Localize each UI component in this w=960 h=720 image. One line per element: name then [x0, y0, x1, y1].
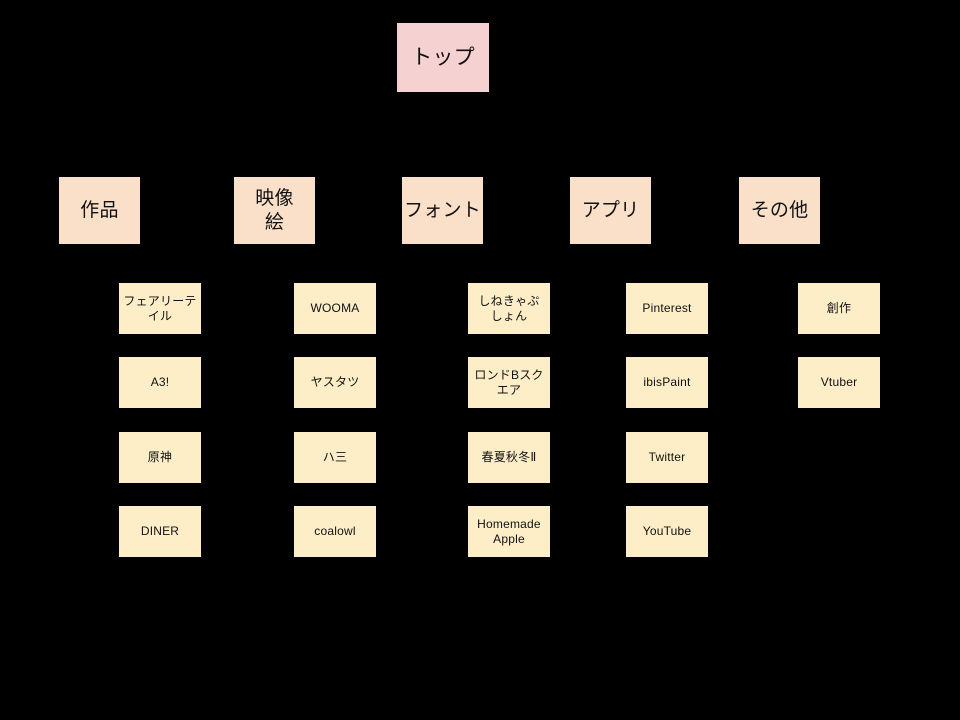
leaf-node[interactable]: 創作 [798, 283, 880, 334]
category-node[interactable]: アプリ [570, 177, 651, 244]
leaf-node[interactable]: DINER [119, 506, 201, 557]
leaf-node[interactable]: coalowl [294, 506, 376, 557]
leaf-node[interactable]: フェアリーテ イル [119, 283, 201, 334]
category-node[interactable]: その他 [739, 177, 820, 244]
leaf-node[interactable]: YouTube [626, 506, 708, 557]
leaf-node[interactable]: ibisPaint [626, 357, 708, 408]
leaf-node[interactable]: しねきゃぷ しょん [468, 283, 550, 334]
leaf-node[interactable]: 春夏秋冬Ⅱ [468, 432, 550, 483]
category-node[interactable]: 映像 絵 [234, 177, 315, 244]
leaf-node[interactable]: WOOMA [294, 283, 376, 334]
leaf-node[interactable]: Twitter [626, 432, 708, 483]
leaf-node[interactable]: ロンドBスク エア [468, 357, 550, 408]
category-node[interactable]: 作品 [59, 177, 140, 244]
root-node-top[interactable]: トップ [397, 23, 489, 92]
leaf-node[interactable]: A3! [119, 357, 201, 408]
leaf-node[interactable]: 原神 [119, 432, 201, 483]
leaf-node[interactable]: ハ三 [294, 432, 376, 483]
category-node[interactable]: フォント [402, 177, 483, 244]
leaf-node[interactable]: ヤスタツ [294, 357, 376, 408]
leaf-node[interactable]: Vtuber [798, 357, 880, 408]
leaf-node[interactable]: Homemade Apple [468, 506, 550, 557]
leaf-node[interactable]: Pinterest [626, 283, 708, 334]
